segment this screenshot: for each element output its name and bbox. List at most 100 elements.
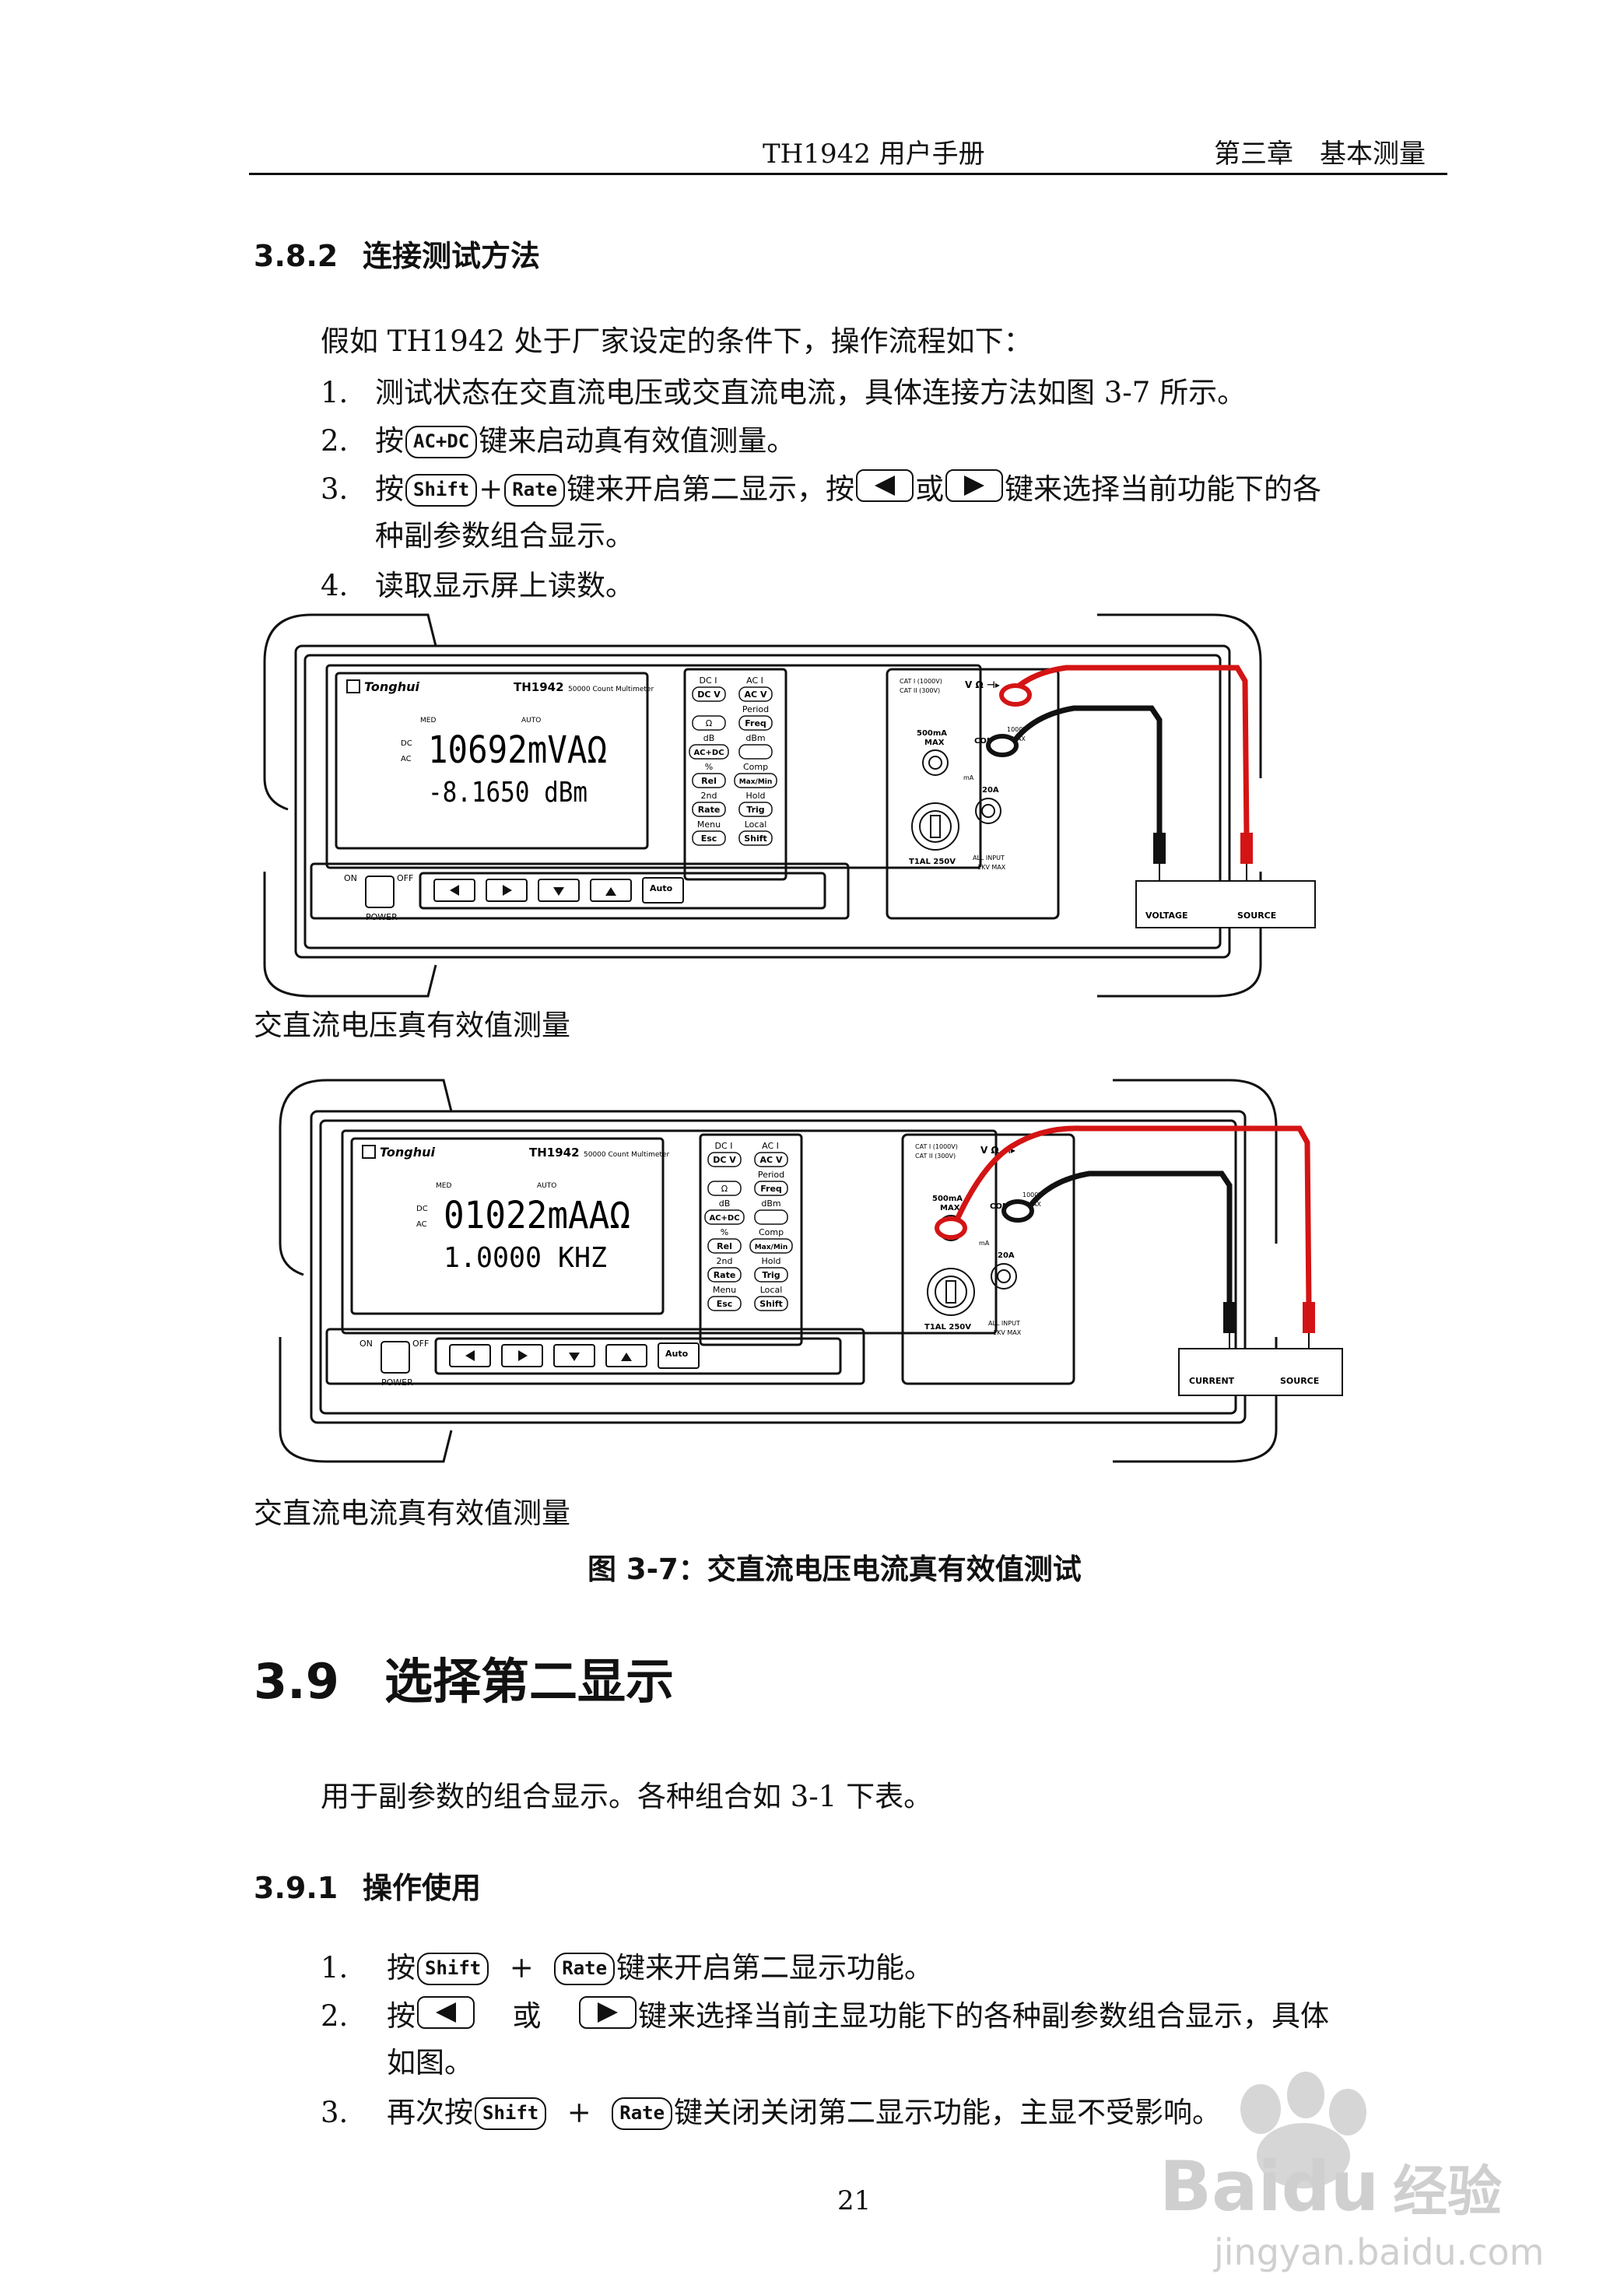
- diagram-label: Rate: [714, 1270, 736, 1280]
- label-1kv-max: 1KV MAX: [977, 864, 1006, 871]
- step-number: 1.: [321, 376, 349, 409]
- annunciator-dc: DC: [401, 739, 412, 748]
- step-text: 读取显示屏上读数。: [375, 569, 634, 602]
- right-arrow-key-icon: [579, 1996, 637, 2029]
- btn-dcv: DC V: [697, 690, 721, 700]
- diagram-label: DC I: [715, 1141, 733, 1151]
- annunciator-med: MED: [436, 1182, 451, 1190]
- figure-caption: 图 3-7：交直流电压电流真有效值测试: [588, 1553, 1082, 1586]
- diagram-label: 2nd: [717, 1256, 733, 1266]
- step-text-post: 键来选择当前功能下的各: [1005, 472, 1322, 506]
- step-text-or: 或: [915, 472, 945, 506]
- section-number: 3.9: [254, 1653, 339, 1710]
- box-label-current: CURRENT: [1189, 1376, 1235, 1386]
- panel-up-arrow-icon: [605, 887, 616, 896]
- step-number: 1.: [321, 1951, 349, 1984]
- diagram-label: %: [721, 1227, 728, 1237]
- btn-trig: Trig: [746, 805, 764, 815]
- op-step-2: 2.按或键来选择当前主显功能下的各种副参数组合显示，具体: [321, 1992, 1329, 2034]
- diagram-label: Max/Min: [755, 1244, 788, 1251]
- panel-left-arrow-icon: [465, 1350, 475, 1361]
- btn-ohm: Ω: [706, 718, 712, 728]
- black-lead-plug-icon: [1001, 1199, 1034, 1223]
- label-fuse: T1AL 250V: [909, 858, 956, 866]
- step-3-continuation: 种副参数组合显示。: [375, 519, 634, 553]
- label-1000v: 1000V: [1007, 726, 1027, 733]
- key-rate: Rate: [504, 474, 566, 507]
- btn-rate: Rate: [698, 805, 721, 815]
- op-step-2-continuation: 如图。: [387, 2046, 473, 2079]
- key-rate: Rate: [554, 1953, 616, 1985]
- annunciator-med: MED: [420, 717, 436, 725]
- annunciator-ac: AC: [416, 1220, 427, 1229]
- fuse-holder-icon: [911, 802, 959, 851]
- plus-sign: +: [479, 472, 503, 506]
- multimeter-current-diagram: Tonghui TH1942 50000 Count Multimeter ME…: [279, 1079, 1343, 1463]
- label-hold: Hold: [745, 791, 765, 801]
- panel-right-arrow-icon: [503, 885, 512, 896]
- header-chapter-title: 第三章 基本测量: [1214, 139, 1426, 170]
- black-probe-icon: [1223, 1302, 1236, 1333]
- label-local: Local: [745, 819, 767, 830]
- lcd-sub-reading: -8.1650 dBm: [428, 777, 588, 809]
- header-manual-title: TH1942 用户手册: [763, 139, 985, 170]
- model-name: TH1942: [514, 680, 564, 694]
- diagram-label: Comp: [759, 1227, 784, 1237]
- annunciator-auto: AUTO: [537, 1182, 556, 1190]
- label-500ma: 500mA: [917, 729, 947, 738]
- label-percent: %: [705, 762, 713, 772]
- red-test-lead: [950, 1125, 1312, 1307]
- red-probe-icon: [1240, 833, 1253, 864]
- panel-left-arrow-icon: [450, 885, 459, 896]
- label-all-input: ALL INPUT: [973, 854, 1005, 862]
- diagram-label: 1000V: [1022, 1191, 1043, 1198]
- brand-logo-icon: [346, 679, 360, 693]
- step-text-pre: 按: [387, 1999, 416, 2033]
- panel-up-arrow-icon: [621, 1353, 632, 1361]
- btn-shift: Shift: [744, 833, 767, 844]
- source-box: [1178, 1348, 1343, 1396]
- left-arrow-key-icon: [856, 469, 914, 502]
- multimeter-voltage-diagram: Tonghui TH1942 50000 Count Multimeter ME…: [263, 613, 1316, 998]
- diagram-label: ON: [360, 1339, 373, 1349]
- diagram-label: ALL INPUT: [988, 1320, 1020, 1327]
- label-off: OFF: [397, 873, 413, 883]
- diagram-label: 500mA: [932, 1195, 963, 1203]
- terminal-500ma-jack: [922, 749, 949, 776]
- diagram-label: mA: [979, 1240, 990, 1247]
- label-db: dB: [703, 733, 715, 743]
- step-text-pre: 按: [387, 1951, 416, 1984]
- label-comp: Comp: [743, 762, 768, 772]
- header-rule: [249, 173, 1447, 175]
- label-menu: Menu: [697, 819, 721, 830]
- red-lead-plug-icon: [999, 683, 1032, 707]
- model-name: TH1942: [529, 1146, 580, 1160]
- diagram-label: Esc: [717, 1299, 733, 1309]
- diagram-label: Ω: [721, 1184, 728, 1194]
- step-number: 2.: [321, 424, 349, 458]
- left-arrow-key-icon: [417, 1996, 475, 2029]
- diagram-label: T1AL 250V: [924, 1323, 971, 1332]
- diagram-label: AC+DC: [709, 1214, 739, 1223]
- diagram-label: Hold: [761, 1256, 780, 1266]
- label-20a: 20A: [982, 786, 999, 795]
- key-shift: Shift: [405, 474, 478, 507]
- step-text-mid: 键来开启第二显示，按: [566, 472, 855, 506]
- right-arrow-key-icon: [945, 469, 1004, 502]
- intro-paragraph: 假如 TH1942 处于厂家设定的条件下，操作流程如下：: [321, 325, 1033, 358]
- step-text-post: 键关闭关闭第二显示功能，主显不受影响。: [674, 2096, 1222, 2129]
- diagram-label: Period: [758, 1170, 784, 1180]
- diagram-label: CAT II (300V): [915, 1153, 956, 1160]
- label-max: MAX: [924, 739, 945, 747]
- annunciator-auto: AUTO: [521, 717, 541, 725]
- power-switch-icon: [381, 1341, 410, 1374]
- diagram-label: Local: [760, 1285, 783, 1295]
- terminal-v-ohm-label: V Ω ⊣▸: [965, 679, 1000, 690]
- figure-2-caption: 交直流电流真有效值测量: [254, 1497, 570, 1530]
- key-shift: Shift: [417, 1953, 489, 1985]
- diagram-label: CAT I (1000V): [915, 1143, 958, 1150]
- diagram-label: POWER: [381, 1377, 413, 1388]
